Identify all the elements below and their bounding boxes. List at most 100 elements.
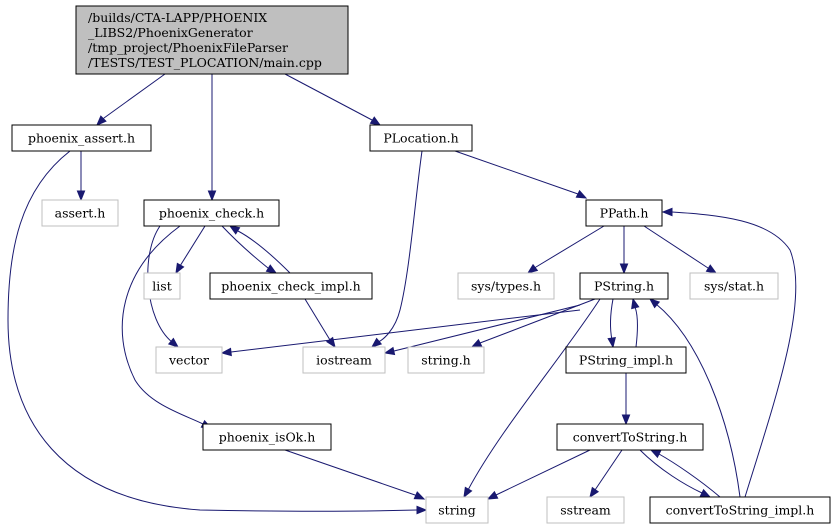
edge-line (230, 309, 581, 353)
node-phoenix-check-impl-h[interactable]: phoenix_check_impl.h (209, 272, 373, 300)
node-label-line: _LIBS2/PhoenixGenerator (88, 25, 253, 40)
node-box (155, 346, 223, 374)
node-sys-stat-h[interactable]: sys/stat.h (689, 272, 779, 300)
edge-PString_h-to-string (463, 298, 601, 499)
node-phoenix-isOk-h[interactable]: phoenix_isOk.h (202, 423, 332, 451)
node-list[interactable]: list (143, 272, 181, 300)
node-label: phoenix_isOk.h (219, 430, 316, 445)
edge-PString_h-to-iostream (383, 304, 581, 356)
arrowhead (607, 336, 616, 349)
node-box (546, 496, 625, 524)
node-label: assert.h (55, 206, 106, 221)
edge-PPath_h-to-sys_types_h (526, 225, 605, 274)
node-label: iostream (316, 353, 372, 368)
node-box (369, 124, 473, 152)
edge-phoenix_check_impl_h-to-phoenix_check_h (228, 225, 291, 274)
edge-convertToString_impl_h-to-convertToString_h (649, 449, 721, 498)
node-box (143, 199, 280, 227)
nodes-layer: /builds/CTA-LAPP/PHOENIX_LIBS2/PhoenixGe… (11, 5, 831, 524)
node-label: phoenix_check_impl.h (221, 279, 360, 294)
edge-phoenix_check_h-to-phoenix_check_impl_h (221, 225, 278, 274)
edge-PString_h-to-vector (220, 309, 581, 357)
node-box (302, 346, 386, 374)
node-label: sys/types.h (471, 279, 541, 294)
arrowhead (207, 190, 217, 202)
edge-PPath_h-to-PString_h (619, 226, 629, 275)
node-PString-h[interactable]: PString.h (579, 272, 669, 300)
node-box (407, 346, 485, 374)
edge-PString_h-to-PString_impl_h (607, 298, 616, 349)
edge-line (467, 298, 601, 491)
arrowhead (486, 490, 499, 500)
edge-line (479, 298, 596, 344)
node-PLocation-h[interactable]: PLocation.h (369, 124, 473, 152)
edge-phoenix_isOk_h-to-string (284, 449, 426, 500)
node-iostream[interactable]: iostream (302, 346, 386, 374)
edge-line (304, 298, 331, 341)
edge-line (594, 449, 623, 491)
arrowhead (96, 115, 107, 126)
node-box (565, 346, 687, 374)
edge-line (393, 304, 581, 352)
node-box (556, 423, 704, 451)
edge-line (221, 225, 269, 269)
node-phoenix-check-h[interactable]: phoenix_check.h (143, 199, 280, 227)
edge-main_cpp-to-phoenix_assert_h (96, 73, 166, 126)
node-convertToString-impl-h[interactable]: convertToString_impl.h (649, 496, 831, 524)
arrowhead (526, 263, 539, 274)
node-box (11, 124, 152, 152)
edge-convertToString_impl_h-to-PString_h (648, 298, 741, 498)
node-sys-types-h[interactable]: sys/types.h (457, 272, 555, 300)
node-box (143, 272, 181, 300)
node-sstream[interactable]: sstream (546, 496, 625, 524)
edge-PString_h-to-string_h (470, 298, 596, 348)
arrowhead (228, 225, 241, 235)
edge-line (284, 73, 373, 121)
arrowhead (413, 491, 426, 500)
edge-PLocation_h-to-PPath_h (454, 150, 588, 199)
node-convertToString-h[interactable]: convertToString.h (556, 423, 704, 451)
arrowhead (705, 264, 718, 274)
arrowhead (463, 486, 473, 499)
node-vector[interactable]: vector (155, 346, 223, 374)
node-PString-impl-h[interactable]: PString_impl.h (565, 346, 687, 374)
edge-line (639, 449, 703, 494)
edge-convertToString_h-to-sstream (589, 449, 623, 499)
node-main-cpp[interactable]: /builds/CTA-LAPP/PHOENIX_LIBS2/PhoenixGe… (75, 5, 349, 75)
arrowhead (416, 505, 428, 515)
edge-phoenix_assert_h-to-string (7, 150, 428, 515)
edge-line (103, 73, 166, 119)
edge-line (671, 211, 797, 498)
node-assert-h[interactable]: assert.h (41, 199, 119, 227)
edge-line (284, 449, 416, 496)
node-box (689, 272, 779, 300)
edge-main_cpp-to-phoenix_check_h (207, 74, 217, 202)
node-label: vector (168, 353, 209, 368)
edge-convertToString_impl_h-to-PPath_h (661, 207, 797, 498)
node-label: convertToString.h (573, 430, 688, 445)
arrowhead (631, 297, 640, 310)
edge-line (610, 298, 614, 341)
node-label: string.h (421, 353, 471, 368)
edge-line (658, 453, 721, 498)
arrowhead (325, 336, 336, 349)
arrowhead (589, 486, 600, 499)
edge-PString_impl_h-to-convertToString_h (621, 373, 631, 426)
arrowhead (369, 116, 382, 126)
edge-line (179, 225, 206, 267)
arrowhead (648, 298, 661, 309)
edge-line (495, 449, 591, 496)
node-string[interactable]: string (425, 496, 489, 524)
edge-convertToString_h-to-string (486, 449, 591, 500)
arrowhead (619, 263, 629, 275)
node-phoenix-assert-h[interactable]: phoenix_assert.h (11, 124, 152, 152)
arrowhead (470, 338, 483, 348)
arrowhead (220, 347, 232, 357)
node-PPath-h[interactable]: PPath.h (585, 199, 663, 227)
edge-PPath_h-to-sys_stat_h (643, 225, 718, 274)
edge-line (377, 150, 423, 343)
node-string-h[interactable]: string.h (407, 346, 485, 374)
edge-phoenix_check_h-to-phoenix_isOk_h (121, 225, 213, 429)
arrowhead (661, 207, 673, 217)
